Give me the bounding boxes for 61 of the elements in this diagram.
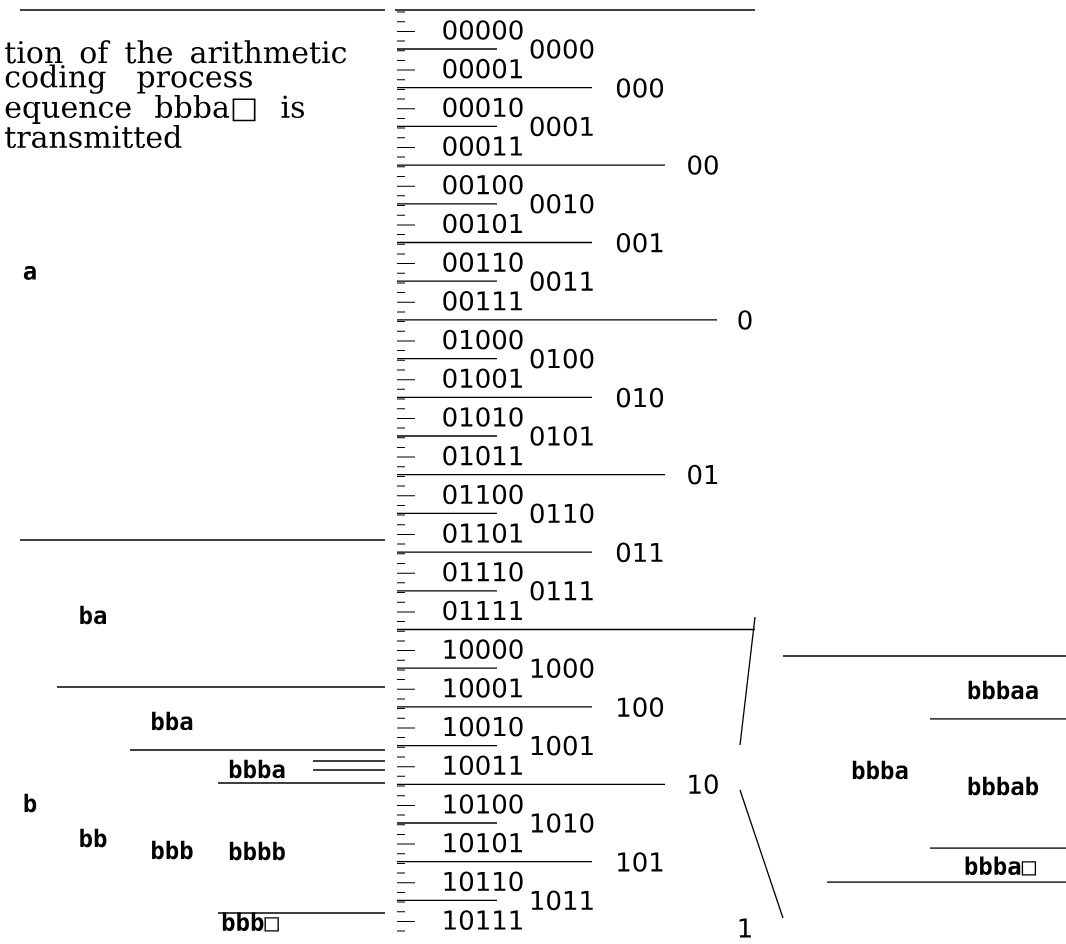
code-label: 011 bbox=[616, 542, 663, 563]
code-label: 10010 bbox=[444, 716, 523, 737]
code-label: 1000 bbox=[531, 658, 594, 678]
sequence-label: ba bbox=[80, 605, 106, 625]
code-label: 00001 bbox=[443, 58, 522, 79]
sequence-label: bba bbox=[152, 711, 193, 731]
code-label: 0010 bbox=[530, 193, 594, 214]
code-label: 10011 bbox=[444, 755, 522, 776]
code-label: 01001 bbox=[443, 368, 522, 389]
code-label: 0001 bbox=[530, 116, 593, 137]
code-label: 1001 bbox=[531, 735, 593, 756]
code-label: 010 bbox=[616, 387, 664, 408]
code-label: 10100 bbox=[444, 794, 523, 814]
sequence-label: a bbox=[23, 266, 36, 280]
sequence-label: bb bbox=[80, 828, 107, 848]
title: tion of the arithmetic coding process equence bbba□ is transmitted bbox=[5, 40, 347, 149]
code-label: 10001 bbox=[444, 678, 522, 698]
code-label: 0111 bbox=[530, 580, 593, 601]
code-label: 1010 bbox=[531, 813, 594, 833]
code-label: 01111 bbox=[443, 600, 522, 621]
code-label: 01 bbox=[688, 464, 718, 485]
code-label: 100 bbox=[618, 697, 664, 717]
sequence-label: bbb bbox=[152, 840, 193, 860]
sequence-label: bbba□ bbox=[965, 856, 1037, 876]
code-label: 10101 bbox=[444, 832, 522, 853]
code-label: 000 bbox=[616, 78, 664, 98]
code-label: 00111 bbox=[443, 291, 522, 311]
code-label: 10110 bbox=[444, 871, 523, 892]
code-label: 01000 bbox=[443, 329, 523, 350]
code-label: 00 bbox=[688, 155, 718, 175]
code-label: 01011 bbox=[443, 445, 522, 466]
sequence-label: bbb□ bbox=[222, 912, 279, 932]
sequence-label: bbbab bbox=[968, 776, 1039, 796]
code-label: 00100 bbox=[443, 174, 523, 195]
code-label: 00000 bbox=[443, 20, 523, 40]
code-label: 00101 bbox=[443, 213, 522, 234]
code-label: 0000 bbox=[530, 39, 594, 59]
code-label: 0100 bbox=[530, 348, 594, 369]
sequence-label: b bbox=[24, 793, 37, 813]
code-label: 0110 bbox=[530, 503, 594, 524]
sequence-label: bbbaa bbox=[968, 680, 1038, 700]
code-label: 00011 bbox=[443, 136, 522, 156]
code-label: 10000 bbox=[444, 639, 523, 659]
code-label: 01010 bbox=[443, 407, 523, 427]
code-label: 10111 bbox=[444, 910, 522, 930]
code-label: 001 bbox=[616, 232, 663, 253]
code-label: 10 bbox=[689, 774, 718, 794]
code-label: 0 bbox=[738, 310, 752, 330]
code-label: 01110 bbox=[443, 561, 523, 582]
sequence-label: bbba bbox=[229, 759, 285, 779]
code-label: 101 bbox=[618, 852, 663, 872]
code-label: 00110 bbox=[443, 252, 523, 272]
sequence-label: bbbb bbox=[229, 841, 285, 861]
code-label: 0101 bbox=[530, 426, 593, 446]
sequence-label: bbba bbox=[852, 760, 908, 780]
code-label: 01101 bbox=[443, 523, 522, 543]
code-label: 1011 bbox=[531, 890, 593, 911]
code-label: 00010 bbox=[443, 97, 523, 118]
code-label: 0011 bbox=[530, 271, 593, 291]
code-label: 1 bbox=[739, 918, 751, 938]
code-label: 01100 bbox=[443, 484, 523, 505]
